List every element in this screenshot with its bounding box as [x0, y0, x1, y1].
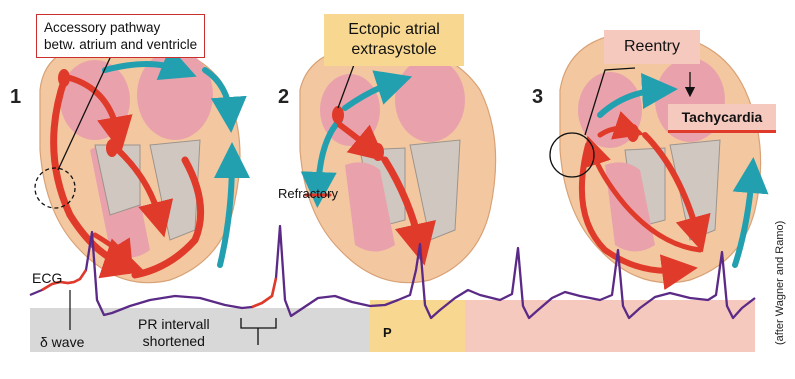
accessory-pathway-label: Accessory pathway betw. atrium and ventr…: [36, 14, 205, 58]
heart-2: [300, 45, 496, 283]
ecg-pr-segment: [252, 278, 276, 307]
pr-interval-line-1: PR intervall: [138, 316, 210, 333]
panel3-background: [465, 300, 755, 352]
credit-label: (after Wagner and Ramo): [774, 221, 786, 345]
p-wave-label: P: [383, 325, 392, 340]
pr-interval-label: PR intervall shortened: [138, 316, 210, 350]
refractory-label: Refractory: [278, 186, 338, 201]
pr-interval-line-2: shortened: [138, 333, 210, 350]
ectopic-line-1: Ectopic atrial: [334, 20, 454, 40]
panel-number-2: 2: [278, 86, 289, 109]
ecg-label: ECG: [32, 270, 62, 286]
accessory-pathway-line-2: betw. atrium and ventricle: [44, 36, 197, 53]
panel-number-3: 3: [532, 86, 543, 109]
ectopic-line-2: extrasystole: [334, 40, 454, 60]
accessory-pathway-line-1: Accessory pathway: [44, 19, 197, 36]
panel-number-1: 1: [10, 86, 21, 109]
delta-wave-label: δ wave: [40, 334, 84, 350]
ectopic-label: Ectopic atrial extrasystole: [324, 14, 464, 66]
tachycardia-label: Tachycardia: [668, 104, 776, 133]
reentry-label: Reentry: [604, 30, 700, 64]
